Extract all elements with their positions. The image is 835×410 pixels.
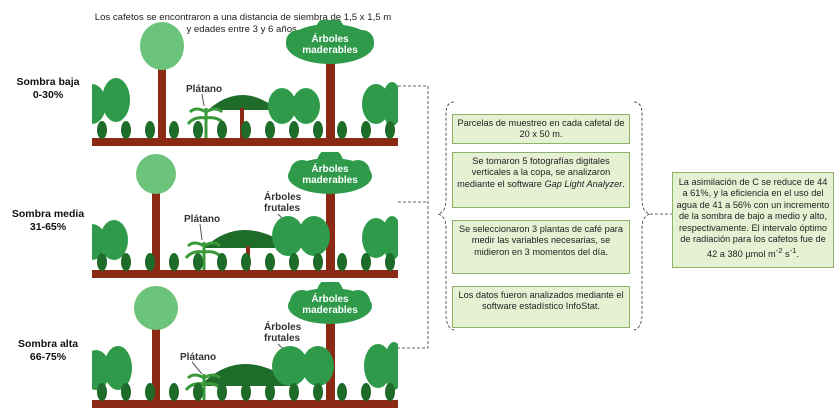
light-tree-canopy <box>134 286 178 330</box>
dark-canopy <box>204 230 292 248</box>
dark-canopy <box>200 364 298 386</box>
shade-name: Sombra baja <box>16 76 80 88</box>
shade-label-low: Sombra baja 0-30% <box>8 76 88 102</box>
method-box-plants: Se seleccionaron 3 plantas de café para … <box>452 220 630 274</box>
ground-strip <box>92 400 398 408</box>
coffee-bushes <box>92 342 398 390</box>
scene-low-shade: Árboles maderables Plátano <box>92 20 398 146</box>
shade-name: Sombra alta <box>17 338 79 350</box>
method-box-analysis: Los datos fueron analizados mediante el … <box>452 286 630 328</box>
timber-tree-canopy <box>288 152 372 194</box>
shade-range: 0-30% <box>32 89 64 101</box>
software-name: Gap Light Analyzer <box>544 178 623 189</box>
timber-label-1: Árboles <box>311 32 349 45</box>
banana-label: Plátano <box>186 84 222 95</box>
timber-label-2: maderables <box>302 305 358 316</box>
ground-strip <box>92 270 398 278</box>
method-text: Se seleccionaron 3 plantas de café para … <box>459 224 623 257</box>
banana-plant <box>184 373 224 400</box>
method-text: Se tomaron 5 fotografías digitales verti… <box>457 156 611 189</box>
method-text: Los datos fueron analizados mediante el … <box>458 290 624 312</box>
shade-range: 31-65% <box>29 221 67 233</box>
tree-trunk <box>152 314 160 402</box>
connector-lines <box>398 85 672 349</box>
intro-line-1: Los cafetos se encontraron a una distanc… <box>94 12 392 23</box>
fruit-label-2: frutales <box>264 203 301 214</box>
ground-strip <box>92 138 398 146</box>
timber-label-2: maderables <box>302 175 358 186</box>
banana-label: Plátano <box>180 352 216 363</box>
result-box: La asimilación de C se reduce de 44 a 61… <box>672 172 834 268</box>
intro-line-2: y edades entre 3 y 6 años. <box>186 24 300 35</box>
light-tree-canopy <box>140 22 184 70</box>
fruit-label-1: Árboles <box>264 190 302 203</box>
shade-name: Sombra media <box>11 208 85 220</box>
timber-label-2: maderables <box>302 45 358 56</box>
timber-tree-canopy <box>288 282 372 324</box>
dark-canopy <box>208 95 278 110</box>
scene-high-shade: Árboles maderables Árboles frutales Plát… <box>92 282 398 408</box>
timber-label-1: Árboles <box>311 292 349 305</box>
banana-label: Plátano <box>184 214 220 225</box>
light-tree-canopy <box>136 154 176 194</box>
method-box-plots: Parcelas de muestreo en cada cafetal de … <box>452 114 630 144</box>
tree-trunk <box>152 182 160 272</box>
tree-trunk <box>326 52 335 140</box>
method-box-photos: Se tomaron 5 fotografías digitales verti… <box>452 152 630 208</box>
coffee-bushes <box>92 216 398 260</box>
tree-trunk <box>158 58 166 140</box>
shade-range: 66-75% <box>29 351 67 363</box>
result-text: La asimilación de C se reduce de 44 a 61… <box>676 177 830 260</box>
shade-label-medium: Sombra media 31-65% <box>4 208 92 234</box>
timber-tree-canopy <box>286 20 374 64</box>
timber-label-1: Árboles <box>311 162 349 175</box>
intro-caption: Los cafetos se encontraron a una distanc… <box>88 12 398 36</box>
shade-label-high: Sombra alta 66-75% <box>8 338 88 364</box>
method-text: Parcelas de muestreo en cada cafetal de … <box>457 118 625 140</box>
tree-trunk <box>326 182 335 272</box>
fruit-label-2: frutales <box>264 333 301 344</box>
scene-medium-shade: Árboles maderables Árboles frutales Plát… <box>92 152 398 278</box>
fruit-label-1: Árboles <box>264 320 302 333</box>
coffee-bushes <box>92 78 398 126</box>
